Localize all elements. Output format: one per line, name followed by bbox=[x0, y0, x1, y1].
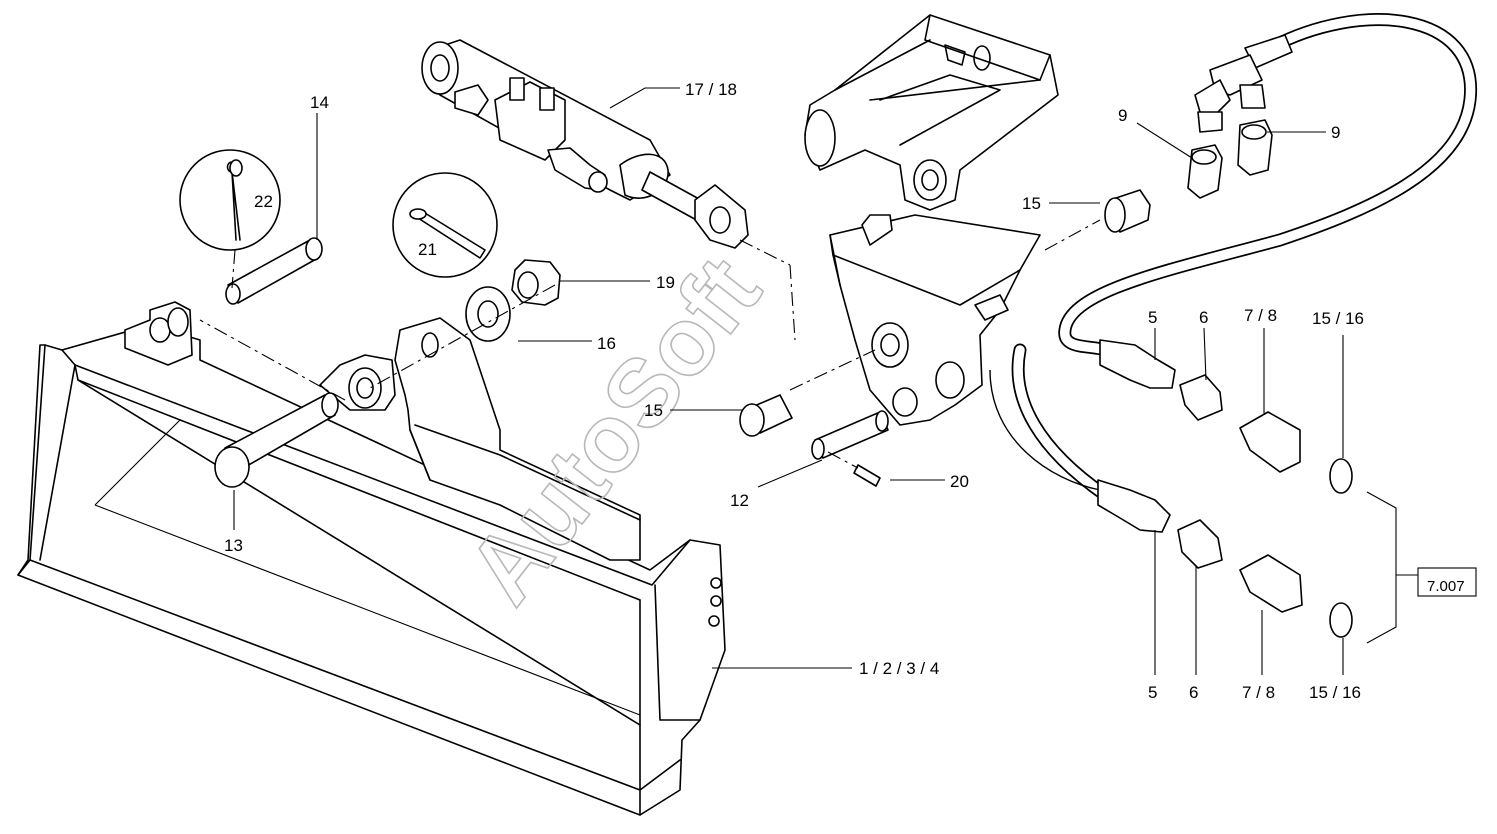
pin-12 bbox=[811, 410, 889, 460]
reference-box-label: 7.007 bbox=[1427, 578, 1465, 595]
callout-16: 16 bbox=[597, 334, 616, 353]
bushing-15-top bbox=[1104, 189, 1151, 233]
leader-lines bbox=[233, 87, 1418, 675]
callout-20: 20 bbox=[950, 472, 969, 491]
callout-21: 21 bbox=[418, 240, 437, 259]
callout-19: 19 bbox=[656, 273, 675, 292]
callout-7-8-lower: 7 / 8 bbox=[1242, 683, 1275, 702]
callout-6-lower: 6 bbox=[1189, 683, 1198, 702]
callout-6-upper: 6 bbox=[1199, 308, 1208, 327]
coupler-frame bbox=[804, 14, 1059, 211]
callout-15-lower: 15 bbox=[644, 401, 663, 420]
bushing-15-lower bbox=[739, 394, 793, 437]
pin-14 bbox=[225, 237, 323, 305]
callout-1-2-3-4: 1 / 2 / 3 / 4 bbox=[859, 659, 939, 678]
hydraulic-cylinder bbox=[421, 39, 749, 249]
callout-5-upper: 5 bbox=[1148, 308, 1157, 327]
callout-15-16-lower: 15 / 16 bbox=[1309, 683, 1361, 702]
callout-12: 12 bbox=[730, 491, 749, 510]
callout-labels: 17 / 18 14 22 21 19 16 15 15 20 12 13 1 … bbox=[224, 80, 1465, 702]
hydraulic-hoses bbox=[989, 13, 1477, 638]
bucket bbox=[17, 301, 726, 816]
callout-9-right: 9 bbox=[1331, 123, 1340, 142]
callout-15-16-upper: 15 / 16 bbox=[1312, 309, 1364, 328]
callout-17-18: 17 / 18 bbox=[685, 80, 737, 99]
callout-7-8-upper: 7 / 8 bbox=[1244, 306, 1277, 325]
split-pin-21-detail bbox=[392, 172, 498, 278]
callout-13: 13 bbox=[224, 536, 243, 555]
callout-22: 22 bbox=[254, 192, 273, 211]
split-pin-22-detail bbox=[179, 149, 281, 289]
callout-14: 14 bbox=[310, 93, 329, 112]
washer-16 bbox=[465, 286, 511, 342]
callout-15-upper: 15 bbox=[1022, 194, 1041, 213]
nut-19 bbox=[511, 259, 561, 306]
reference-box bbox=[1417, 567, 1477, 597]
roll-pin-20 bbox=[827, 451, 881, 487]
hitch-adapter bbox=[829, 214, 1041, 426]
callout-5-lower: 5 bbox=[1148, 683, 1157, 702]
callout-9-left: 9 bbox=[1118, 106, 1127, 125]
